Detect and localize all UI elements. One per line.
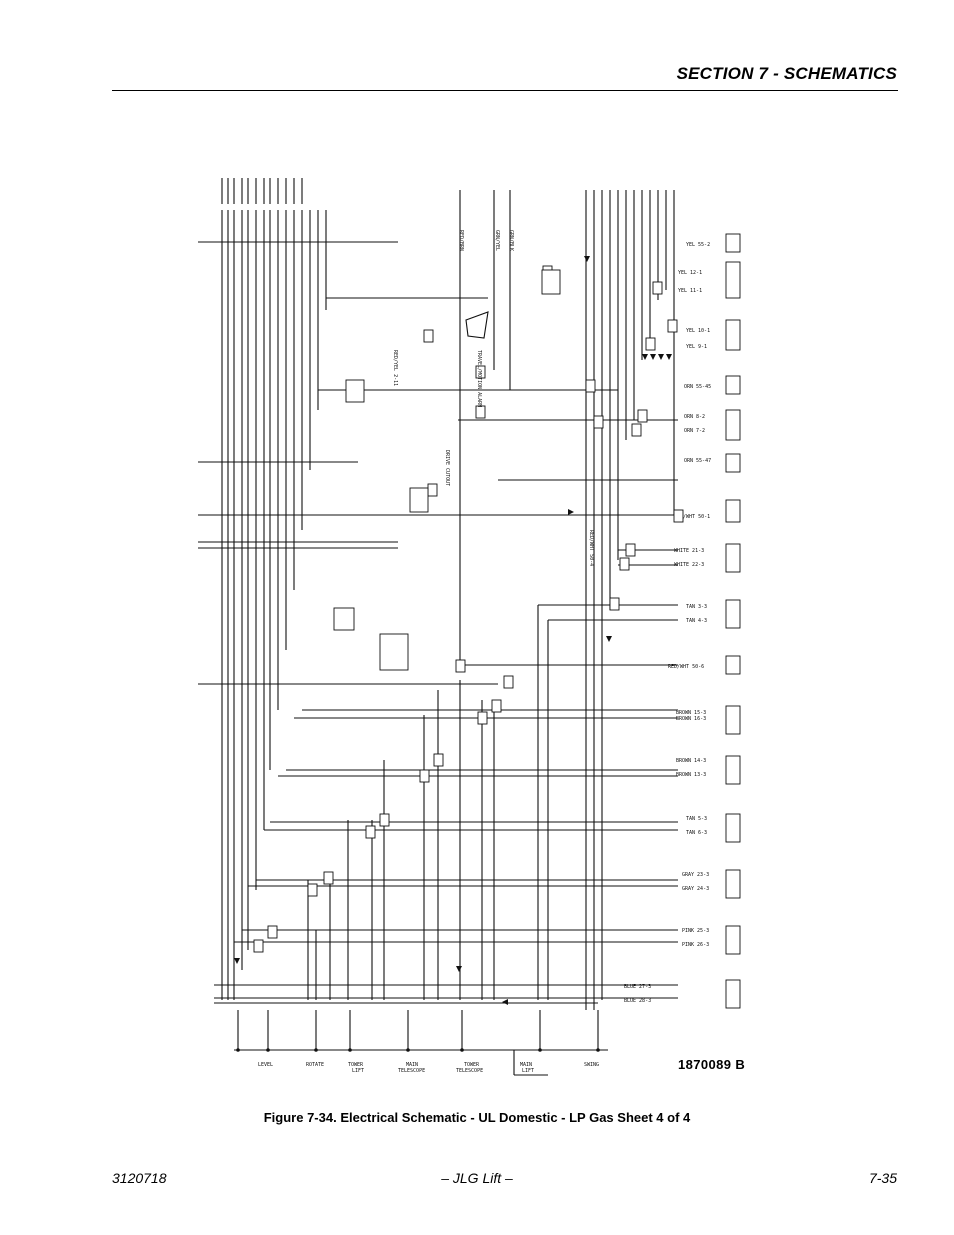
svg-text:GRN/YEL: GRN/YEL [494, 230, 500, 251]
svg-text:RED/WHT 50-6: RED/WHT 50-6 [668, 664, 704, 670]
svg-text:BROWN 14-3: BROWN 14-3 [676, 758, 706, 764]
svg-text:WHITE 21-3: WHITE 21-3 [674, 548, 704, 554]
figure-caption: Figure 7-34. Electrical Schematic - UL D… [263, 1110, 691, 1125]
center-vertical-wires [307, 190, 675, 1010]
svg-text:MAIN: MAIN [520, 1062, 532, 1068]
document-number: 3120718 [112, 1170, 167, 1186]
section-title: SECTION 7 - SCHEMATICS [676, 64, 897, 83]
publisher-name: – JLG Lift – [441, 1170, 513, 1186]
svg-text:RED/YEL 2-11: RED/YEL 2-11 [392, 350, 398, 386]
svg-text:YEL 11-1: YEL 11-1 [678, 288, 702, 294]
svg-text:WHITE 22-3: WHITE 22-3 [674, 562, 704, 568]
svg-text:TOWER: TOWER [464, 1062, 480, 1068]
drawing-number: 1870089 B [678, 1057, 746, 1072]
svg-text:TAN 5-3: TAN 5-3 [686, 816, 707, 822]
connector-tags [253, 265, 684, 953]
svg-text:LEVEL: LEVEL [258, 1062, 273, 1068]
svg-text:YEL 55-2: YEL 55-2 [686, 242, 710, 248]
svg-text:SWING: SWING [584, 1062, 599, 1068]
svg-text:GRAY 23-3: GRAY 23-3 [682, 872, 709, 878]
svg-text:PINK 25-3: PINK 25-3 [682, 928, 709, 934]
bottom-switch-row: LEVEL ROTATE TOWER LIFT MAIN TELESCOPE T… [234, 1010, 608, 1076]
svg-text:PINK 26-3: PINK 26-3 [682, 942, 709, 948]
header-divider [112, 90, 898, 91]
svg-text:TELESCOPE: TELESCOPE [456, 1068, 483, 1074]
right-coil-symbols [725, 233, 741, 1009]
svg-text:BROWN 13-3: BROWN 13-3 [676, 772, 706, 778]
svg-text:LIFT: LIFT [352, 1068, 364, 1074]
svg-text:BROWN 15-3: BROWN 15-3 [676, 710, 706, 716]
left-bus-wires [221, 210, 327, 1000]
svg-text:ORN 7-2: ORN 7-2 [684, 428, 705, 434]
svg-text:TAN 6-3: TAN 6-3 [686, 830, 707, 836]
svg-text:ORN 8-2: ORN 8-2 [684, 414, 705, 420]
electrical-schematic-drawing: YEL 55-2 YEL 12-1 YEL 11-1 YEL 10-1 YEL … [198, 170, 783, 1100]
svg-text:BLUE 28-3: BLUE 28-3 [624, 998, 651, 1004]
svg-text:DRIVE CUTOUT: DRIVE CUTOUT [444, 450, 450, 486]
svg-text:ROTATE: ROTATE [306, 1062, 324, 1068]
svg-text:RED/BRN: RED/BRN [458, 230, 464, 251]
svg-text:GRAY 24-3: GRAY 24-3 [682, 886, 709, 892]
svg-text:BLUE 27-3: BLUE 27-3 [624, 984, 651, 990]
svg-text:TAN 4-3: TAN 4-3 [686, 618, 707, 624]
svg-text:RED/WHT 50-1: RED/WHT 50-1 [674, 514, 710, 520]
svg-text:RED/WHT 50-4: RED/WHT 50-4 [588, 530, 594, 566]
svg-text:GRN/BLK: GRN/BLK [508, 230, 514, 251]
horizontal-feed-wires [198, 241, 678, 1004]
right-wire-tags: YEL 55-2 YEL 12-1 YEL 11-1 YEL 10-1 YEL … [624, 242, 711, 1004]
top-left-wire-labels [221, 178, 303, 204]
svg-text:TELESCOPE: TELESCOPE [398, 1068, 425, 1074]
page-number: 7-35 [868, 1170, 897, 1186]
svg-text:YEL 12-1: YEL 12-1 [678, 270, 702, 276]
svg-text:LIFT: LIFT [522, 1068, 534, 1074]
center-relays [333, 269, 561, 671]
svg-text:YEL 10-1: YEL 10-1 [686, 328, 710, 334]
svg-text:ORN 55-45: ORN 55-45 [684, 384, 711, 390]
svg-text:TOWER: TOWER [348, 1062, 364, 1068]
svg-text:ORN 55-47: ORN 55-47 [684, 458, 711, 464]
svg-text:MAIN: MAIN [406, 1062, 418, 1068]
svg-text:TRAVEL/MOTION ALARM: TRAVEL/MOTION ALARM [476, 350, 482, 407]
diodes [234, 256, 672, 1005]
svg-text:YEL 9-1: YEL 9-1 [686, 344, 707, 350]
vertical-labels: RED/BRN GRN/YEL GRN/BLK RED/YEL 2-11 TRA… [392, 230, 594, 566]
svg-text:BROWN 16-3: BROWN 16-3 [676, 716, 706, 722]
svg-text:TAN 3-3: TAN 3-3 [686, 604, 707, 610]
